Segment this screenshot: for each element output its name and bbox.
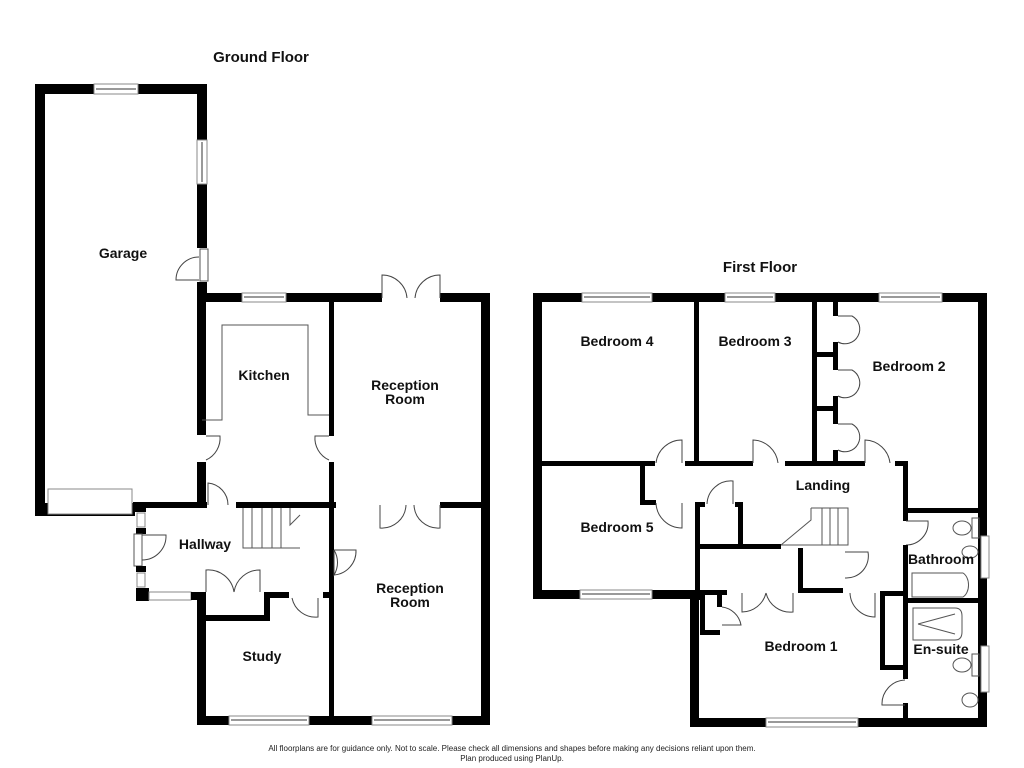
door [333,549,357,577]
room-label-bedroom4: Bedroom 4 [580,333,653,349]
room-label-reception-bottom-1: Reception [376,580,444,596]
room-label-hallway: Hallway [179,536,231,552]
door [381,274,408,299]
room-label-bedroom1: Bedroom 1 [764,638,837,654]
window [980,645,990,693]
door [864,439,891,464]
first-floor-title: First Floor [723,259,797,276]
room-label-reception-top-2: Room [385,391,425,407]
room-label-bathroom: Bathroom [908,551,974,567]
room-label-bedroom2: Bedroom 2 [872,358,945,374]
door [905,520,929,546]
staircase [242,508,301,549]
door [752,439,779,464]
door [379,504,407,529]
disclaimer-text: All floorplans are for guidance only. No… [268,744,756,753]
door [207,482,229,506]
door [175,256,200,281]
first-floor-plan [533,292,990,728]
room-label-study: Study [243,648,282,664]
door [849,592,876,618]
room-label-garage: Garage [99,245,147,261]
room-label-landing: Landing [796,477,850,493]
ground-floor-title: Ground Floor [213,49,309,66]
window [980,535,990,579]
bathroom-fixtures [911,517,980,708]
window [148,591,192,601]
ground-floor-plan [35,83,490,726]
room-label-bedroom3: Bedroom 3 [718,333,791,349]
room-label-ensuite: En-suite [913,641,968,657]
garage-door [47,488,133,515]
room-label-reception-bottom-2: Room [390,594,430,610]
credit-text: Plan produced using PlanUp. [460,754,564,763]
door [655,502,683,529]
front-door [141,534,167,561]
door [881,679,906,706]
door [205,569,235,593]
door [741,592,767,613]
door [291,597,319,618]
room-label-kitchen: Kitchen [238,367,289,383]
staircase [780,507,849,546]
door [655,439,683,464]
room-label-bedroom5: Bedroom 5 [580,519,653,535]
door [205,435,221,461]
room-label-reception-top-1: Reception [371,377,439,393]
